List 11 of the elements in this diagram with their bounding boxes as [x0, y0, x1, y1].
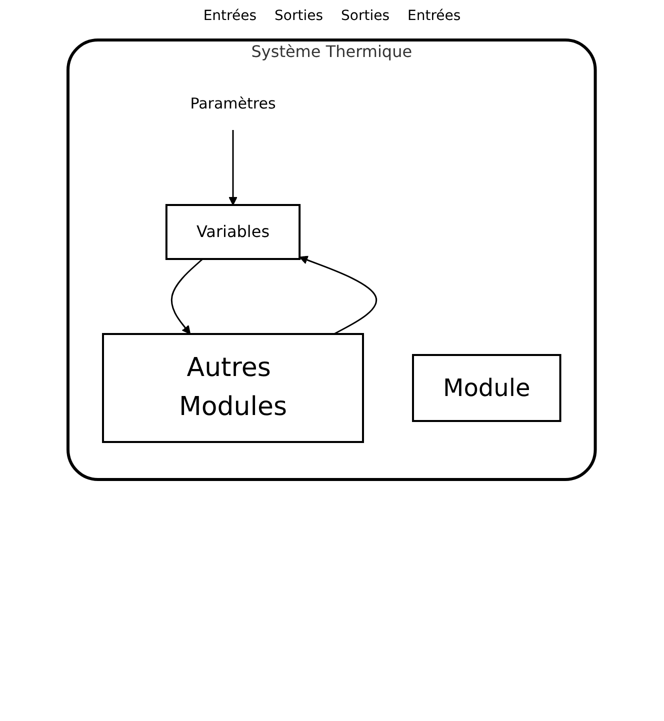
port-label: Entrées: [408, 8, 461, 24]
port-label: Entrées: [203, 8, 256, 24]
port-label: Sorties: [274, 8, 323, 24]
arrow: [300, 256, 378, 335]
node-box: Autres Modules: [102, 333, 364, 443]
arrow: [228, 130, 238, 206]
node-box: Module: [412, 354, 562, 422]
arrow: [171, 258, 204, 334]
port-label: Sorties: [341, 8, 390, 24]
node-text: Paramètres: [190, 94, 276, 112]
node-box: Variables: [166, 204, 301, 260]
